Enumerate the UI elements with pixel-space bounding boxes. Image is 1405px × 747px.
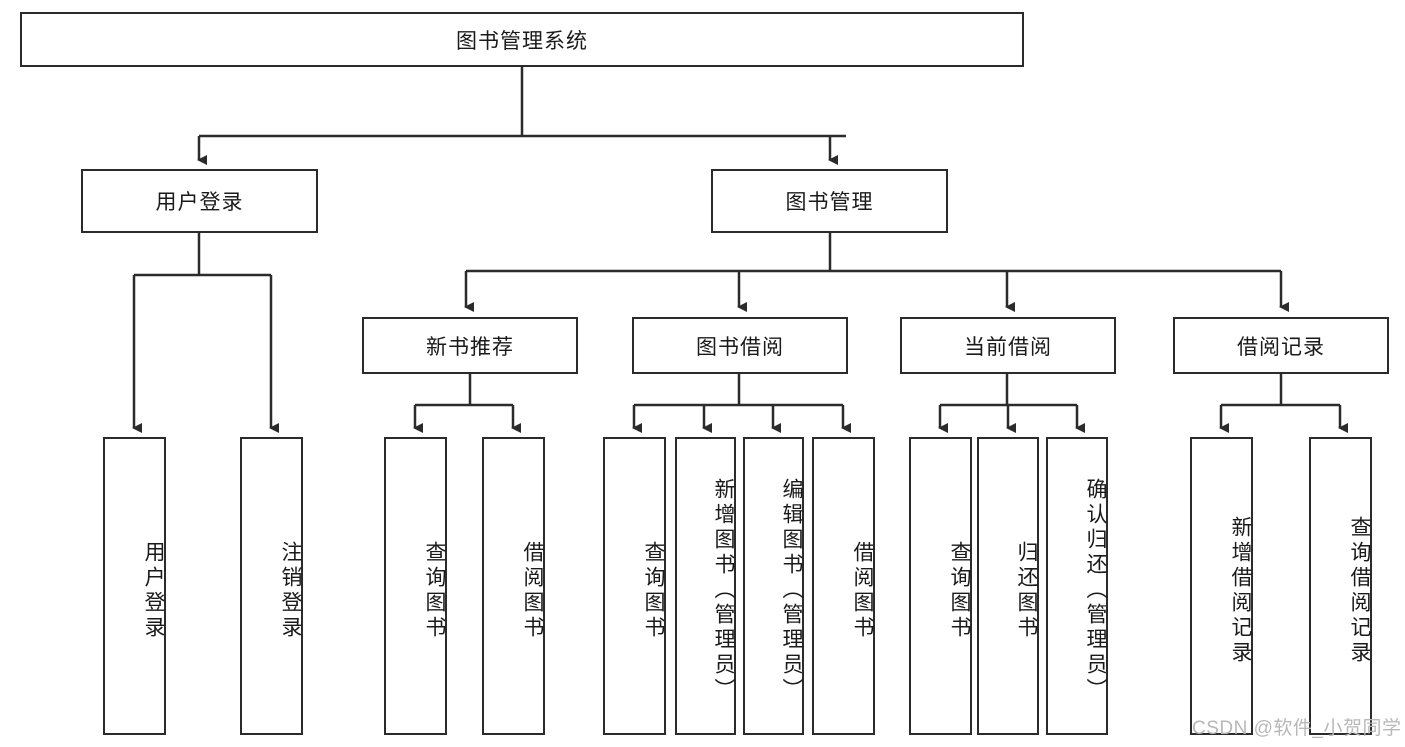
node-borrow-record[interactable]: 借阅记录 (1173, 317, 1389, 374)
node-new-book-recommend[interactable]: 新书推荐 (362, 317, 578, 374)
leaf-borrowrecord-query[interactable]: 查询借阅记录 (1309, 437, 1372, 735)
leaf-currentborrow-confirm[interactable]: 确认归还（管理员） (1046, 437, 1108, 735)
node-user-login[interactable]: 用户登录 (81, 169, 318, 233)
node-current-borrow[interactable]: 当前借阅 (900, 317, 1116, 374)
leaf-currentborrow-query[interactable]: 查询图书 (909, 437, 972, 735)
leaf-user-login-login[interactable]: 用户登录 (103, 437, 166, 735)
leaf-bookborrow-add[interactable]: 新增图书（管理员） (675, 437, 736, 735)
leaf-bookborrow-edit[interactable]: 编辑图书（管理员） (743, 437, 804, 735)
leaf-bookborrow-query[interactable]: 查询图书 (603, 437, 666, 735)
leaf-currentborrow-return[interactable]: 归还图书 (977, 437, 1039, 735)
leaf-user-login-logout[interactable]: 注销登录 (240, 437, 303, 735)
leaf-newbook-borrow[interactable]: 借阅图书 (482, 437, 545, 735)
leaf-newbook-query[interactable]: 查询图书 (384, 437, 447, 735)
leaf-bookborrow-borrow[interactable]: 借阅图书 (812, 437, 875, 735)
node-root[interactable]: 图书管理系统 (20, 12, 1024, 67)
node-book-borrow[interactable]: 图书借阅 (632, 317, 848, 374)
node-book-manage[interactable]: 图书管理 (711, 169, 948, 233)
leaf-borrowrecord-add[interactable]: 新增借阅记录 (1190, 437, 1253, 735)
